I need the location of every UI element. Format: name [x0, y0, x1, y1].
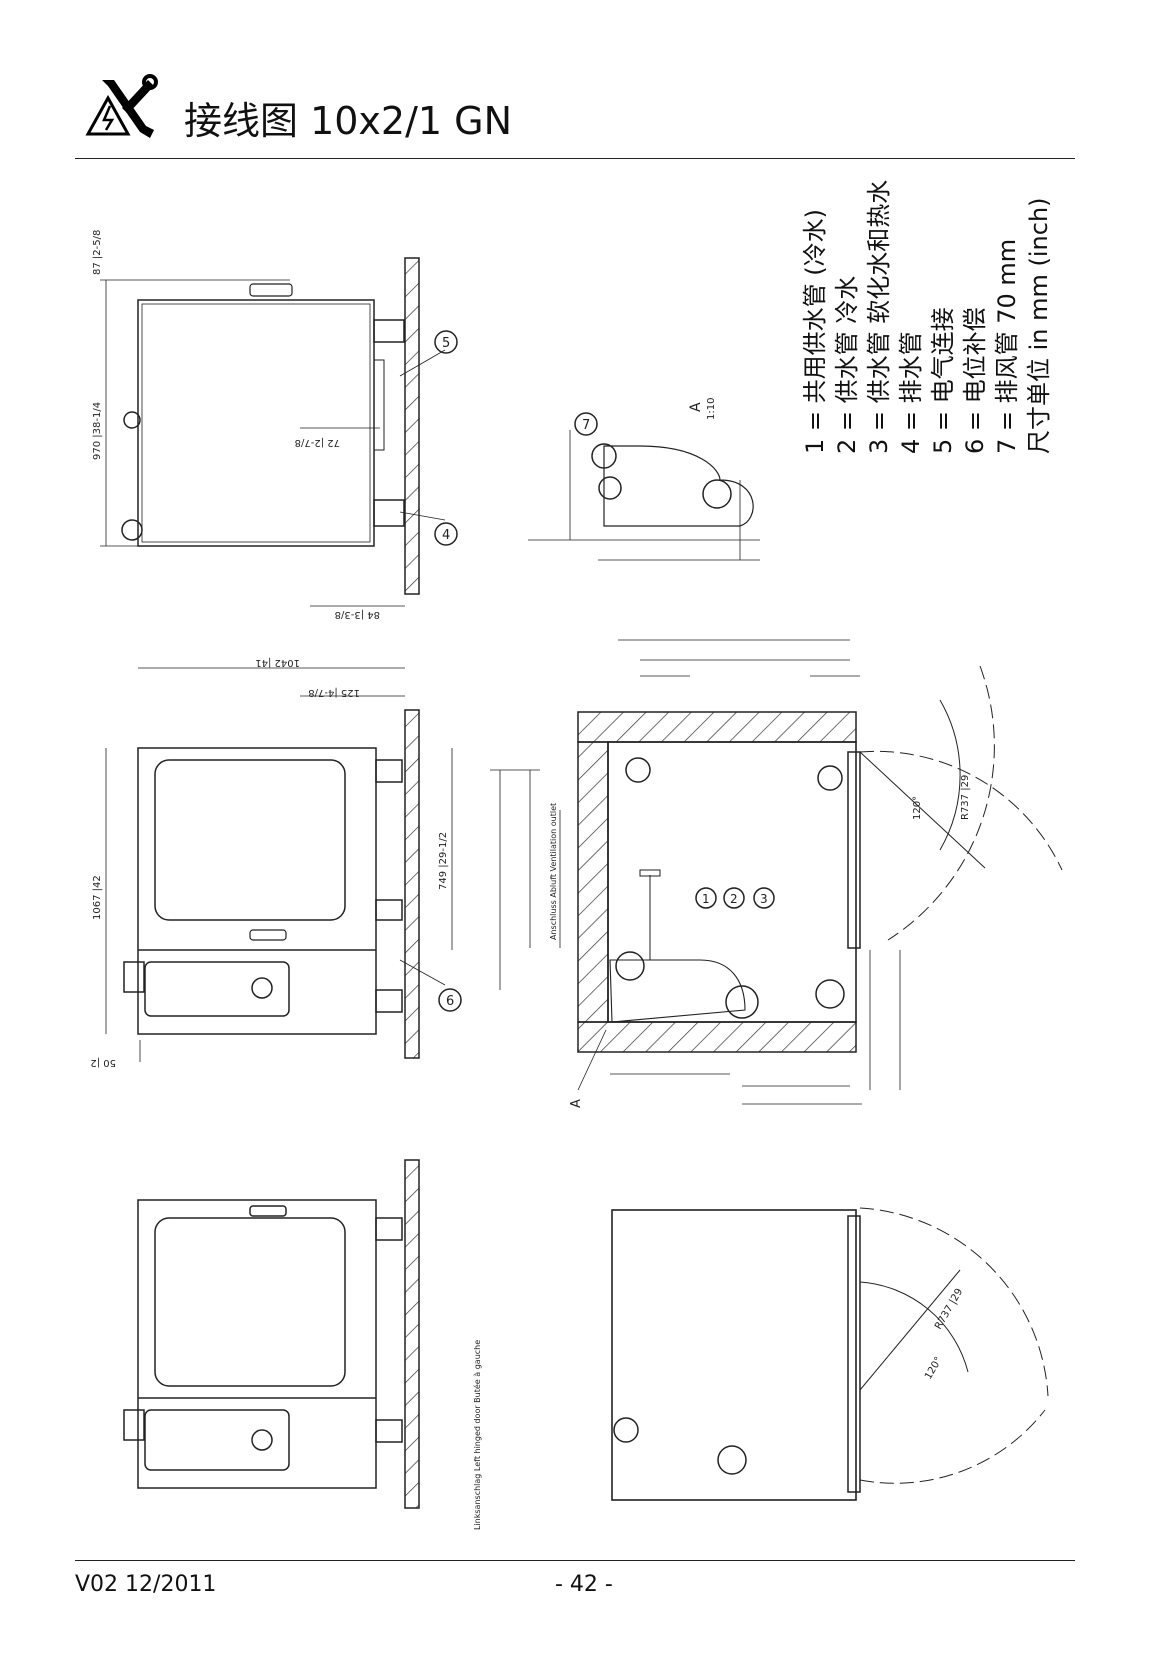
legend: 1 = 共用供水管 (冷水) 2 = 供水管 冷水 3 = 供水管 软化水和热水…: [800, 180, 1053, 454]
detail-a: [528, 412, 760, 561]
unit-body: [137, 747, 377, 1035]
legend-item-4: 4 = 排水管: [897, 331, 925, 454]
wall: [404, 1159, 420, 1509]
front-dim-offset: 125 |4-7/8: [308, 687, 360, 698]
connector-4: [373, 499, 405, 527]
callout-2: [723, 887, 745, 909]
top-view: [490, 639, 1063, 1105]
door-angle-label: 120°: [912, 796, 923, 820]
callout-6-label: 6: [446, 994, 454, 1009]
page-number: - 42 -: [555, 1572, 613, 1597]
legend-item-5: 5 = 电气连接: [929, 307, 957, 454]
ventilation-note: Anschluss Abluft Ventilation outlet: [549, 803, 558, 940]
legend-item-6: 6 = 电位补偿: [961, 307, 989, 454]
front-dim-749: 749 |29-1/2: [438, 832, 449, 890]
side-dim-height: 970 |38-1/4: [92, 402, 103, 460]
bottom-door-radius: R737 |29: [933, 1287, 965, 1332]
legend-item-7: 7 = 排风管 70 mm: [993, 238, 1021, 454]
legend-item-2: 2 = 供水管 冷水: [833, 275, 861, 454]
callout-5: [434, 330, 458, 354]
door-radius-label: R737 |29: [960, 775, 971, 820]
callout-4-label: 4: [442, 528, 450, 543]
callout-5-label: 5: [442, 336, 450, 351]
handle: [249, 283, 293, 297]
side-dim-top: 87 |2-5/8: [92, 230, 103, 275]
wrench-icon: [102, 74, 158, 138]
legend-item-1: 1 = 共用供水管 (冷水): [801, 209, 829, 454]
bottom-front-view: [123, 1159, 420, 1509]
front-dim-height: 1067 |42: [92, 875, 103, 920]
bottom-top-view: [611, 1207, 1049, 1501]
bottom-door-angle: 120°: [923, 1355, 945, 1381]
control-panel: [144, 961, 290, 1017]
footer-version: V02 12/2011: [75, 1572, 217, 1597]
side-dim-depth: 72 |2-7/8: [295, 437, 340, 448]
detail-a-label: A: [688, 402, 704, 412]
callout-7-label: 7: [582, 418, 590, 433]
header-rule: [75, 158, 1075, 159]
connector-5: [373, 319, 405, 343]
legend-item-3: 3 = 供水管 软化水和热水: [865, 179, 893, 454]
detail-a-scale: 1:10: [706, 398, 717, 420]
callout-4: [434, 522, 458, 546]
top-view-a-label: A: [569, 1099, 584, 1108]
callout-1: [695, 887, 717, 909]
callout-2-label: 2: [730, 892, 738, 906]
hinge-note: Linksanschlag Left hinged door Butée à g…: [472, 1340, 482, 1530]
side-dim-bottom: 84 |3-3/8: [335, 609, 380, 620]
unit-body: [137, 299, 375, 547]
page-title: 接线图 10x2/1 GN: [184, 99, 513, 143]
callout-3-label: 3: [760, 892, 768, 906]
unit-body: [137, 1199, 377, 1489]
front-dim-bottom: 50 |2: [90, 1057, 116, 1068]
electrical-warning-icon: [85, 74, 158, 138]
side-view: [100, 257, 458, 607]
footer-rule: [75, 1560, 1075, 1561]
callout-6: [438, 988, 462, 1012]
unit-outline: [607, 741, 857, 1023]
callout-1-label: 1: [702, 892, 710, 906]
wall: [404, 709, 420, 1059]
callout-3: [753, 887, 775, 909]
callout-7: [574, 412, 598, 436]
front-dim-width: 1042 |41: [255, 657, 300, 668]
front-view: [105, 667, 462, 1062]
legend-units: 尺寸单位 in mm (inch): [1025, 197, 1053, 454]
window: [154, 759, 346, 921]
wall: [404, 257, 420, 595]
